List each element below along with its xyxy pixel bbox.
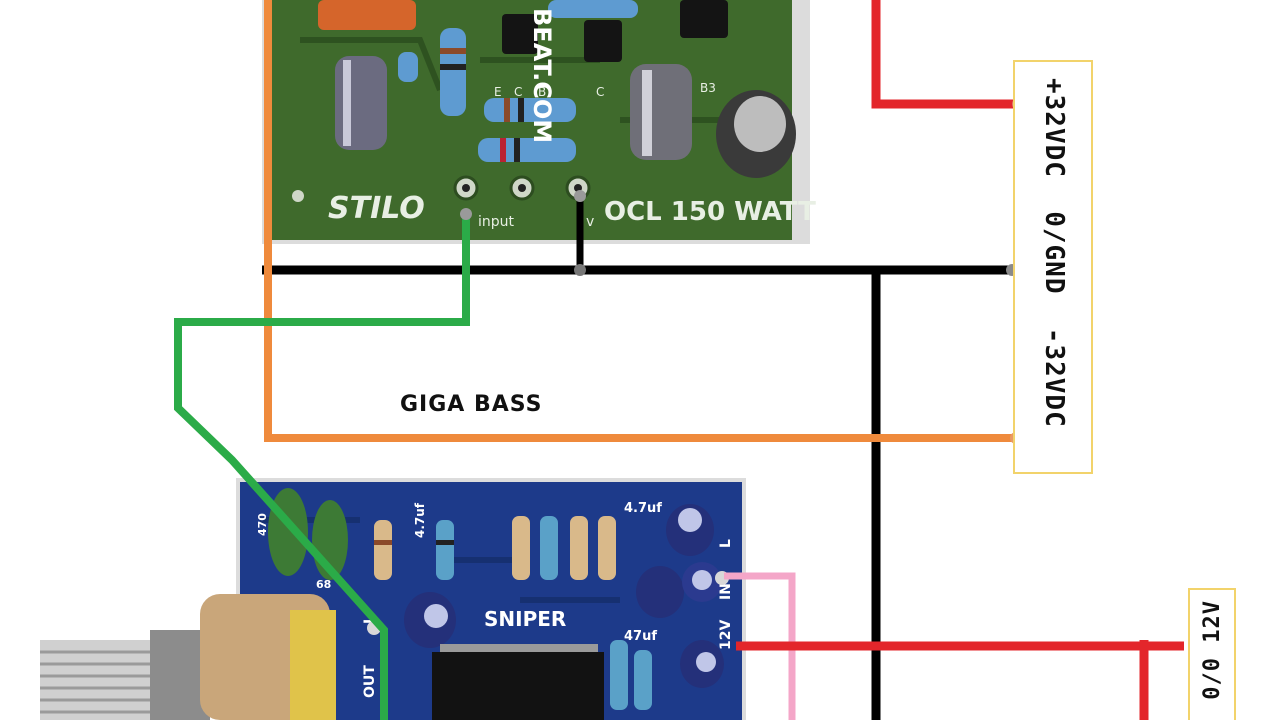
preamp-left-label: L — [718, 539, 734, 548]
pot-shaft-knurl — [40, 650, 160, 714]
wire-signal-input — [174, 214, 470, 720]
preamp-68-label: 68 — [316, 578, 331, 591]
wire-preamp-input — [724, 572, 796, 720]
preamp-electrolytic-caps — [404, 504, 724, 688]
preamp-name-label: SNIPER — [484, 607, 566, 631]
wire-negative-32v — [264, 0, 1018, 442]
preamp-in-label: IN — [718, 583, 734, 600]
giga-bass-title: GIGA BASS — [400, 392, 543, 417]
preamp-470-label: 470 — [256, 513, 269, 536]
amp-input-label: input — [478, 214, 515, 230]
preamp-cap-mid-label: 4.7uf — [413, 502, 427, 538]
amp-model-label: OCL 150 WATT — [604, 197, 816, 227]
preamp-resistors — [374, 516, 652, 710]
amp-pad-label-b3: B3 — [700, 81, 716, 95]
amp-board: STILO OCL 150 WATT input v E C B C B3 BE… — [262, 0, 816, 244]
watermark-text: BEAT.COM — [528, 8, 556, 143]
wires — [174, 0, 1184, 720]
amp-pad-label-b: B — [538, 85, 546, 99]
preamp-supply-label: 0/0 12V — [1200, 600, 1225, 700]
amp-pads — [292, 175, 591, 202]
power-supply-label: +32VDC 0/GND -32VDC — [1039, 78, 1069, 428]
volume-potentiometer — [40, 594, 336, 720]
preamp-cap-low-label: 47uf — [624, 629, 657, 644]
preamp-out-label: OUT — [362, 665, 378, 698]
amp-brand-label: STILO — [328, 191, 425, 226]
amp-transistors — [502, 0, 728, 62]
preamp-ic-chip — [432, 644, 604, 720]
preamp-cap-top-label: 4.7uf — [624, 501, 662, 516]
amp-ground-label: v — [586, 214, 594, 230]
wire-positive-32v — [871, 0, 1020, 109]
preamp-12v-label: 12V — [718, 620, 734, 650]
film-capacitor — [318, 0, 416, 30]
amp-pad-label-c: C — [514, 85, 522, 99]
power-supply-box: +32VDC 0/GND -32VDC — [1013, 60, 1093, 474]
amp-pad-label-e: E — [494, 85, 502, 99]
pot-wafer — [290, 610, 336, 720]
amp-resistors — [398, 0, 638, 162]
electrolytic-caps — [335, 56, 796, 178]
amp-pad-label-c2: C — [596, 85, 604, 99]
preamp-supply-box: 0/0 12V — [1188, 588, 1236, 720]
